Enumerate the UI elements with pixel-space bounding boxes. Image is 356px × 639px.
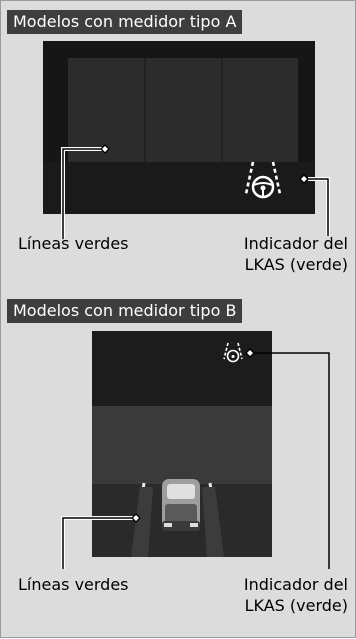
section-title-type-a: Modelos con medidor tipo A (7, 10, 243, 34)
label-lkas-line1: Indicador del (243, 575, 348, 594)
meter-display-type-a (43, 41, 315, 214)
label-lkas-indicator-type-a: Indicador del LKAS (verde) (244, 233, 348, 275)
callout-lines-type-b (61, 352, 330, 569)
label-lkas-line2: LKAS (verde) (244, 596, 348, 615)
vehicle-icon (162, 479, 200, 531)
label-lkas-indicator-type-b: Indicador del LKAS (verde) (244, 574, 348, 616)
lkas-indicator-icon-small (223, 342, 243, 363)
label-lkas-line2: LKAS (verde) (244, 255, 348, 274)
lkas-indicator-icon (244, 161, 282, 199)
callout-lines-type-a (61, 147, 330, 239)
label-green-lines-type-b: Líneas verdes (18, 575, 129, 594)
label-lkas-line1: Indicador del (243, 234, 348, 253)
callout-markers-type-b (131, 348, 255, 523)
callout-markers-type-a (100, 144, 309, 184)
section-title-type-b: Modelos con medidor tipo B (7, 299, 243, 323)
label-green-lines-type-a: Líneas verdes (18, 234, 129, 253)
